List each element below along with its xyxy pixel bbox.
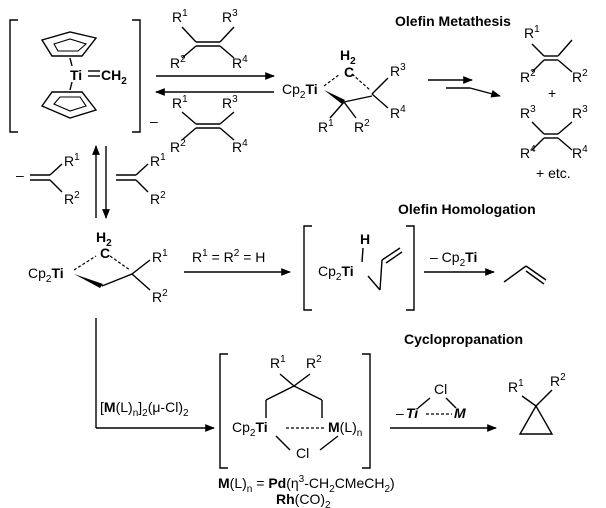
cp2ti-label: Cp2Ti <box>28 265 64 285</box>
cp-ring-upper-inner <box>53 38 88 52</box>
ti-cl-m-byproduct: Cl – Ti M <box>396 381 466 421</box>
r4-label-right: R4 <box>572 144 588 161</box>
allyl-hydride-intermediate: Cp2Ti H <box>303 225 415 311</box>
r2-label: R2 <box>170 138 186 155</box>
heading-cyclopropanation: Cyclopropanation <box>404 331 523 347</box>
ti-label: Ti <box>406 405 419 421</box>
heterobimetallic-intermediate: R1 R2 Cp2Ti M(L)n Cl <box>219 353 371 469</box>
r1-label: R1 <box>270 354 286 371</box>
legend-rh: Rh(CO)2 <box>276 491 331 508</box>
h2-label: H2 <box>340 47 356 67</box>
arrow-forward-2 <box>469 87 501 98</box>
r2-label: R2 <box>170 54 186 71</box>
carbon-label: C <box>344 64 354 80</box>
cyclopropane-product: R1 R2 <box>508 372 566 435</box>
bracket-right <box>406 225 415 311</box>
r3-label: R3 <box>222 94 238 111</box>
cp2ti-label: Cp2Ti <box>232 419 268 439</box>
titanacyclobutane-substituted: Cp2Ti H2 C R3 R4 R1 R2 <box>282 47 406 135</box>
bracket-right <box>362 353 371 469</box>
minus-sign: – <box>16 167 24 183</box>
r2-label: R2 <box>306 354 322 371</box>
cp2ti-label: Cp2Ti <box>318 263 354 283</box>
minus-sign: – <box>396 405 404 421</box>
legend-pd: M(L)n = Pd(η3-CH2CMeCH2) <box>218 474 395 495</box>
r4-label: R4 <box>390 104 406 121</box>
cp-ring-lower-inner <box>53 96 87 112</box>
hydride-label: H <box>360 231 370 247</box>
bracket-left <box>9 19 18 133</box>
r1-label: R1 <box>318 118 334 135</box>
reagent-label: [M(L)n]2(μ-Cl)2 <box>100 399 189 419</box>
r3-label-right: R3 <box>572 104 588 121</box>
ml-label: M(L)n <box>328 419 362 439</box>
bracket-right <box>132 19 141 133</box>
hashed-bond-right <box>351 73 371 91</box>
ch2-label: CH2 <box>101 67 127 87</box>
r4-label: R4 <box>232 138 248 155</box>
r2-label-right: R2 <box>572 68 588 85</box>
h2-label: H2 <box>96 229 112 249</box>
cl-label: Cl <box>434 381 447 397</box>
cp2ti-label: Cp2Ti <box>282 81 318 101</box>
m-label: M <box>454 405 466 421</box>
wedge-bond <box>74 274 103 288</box>
cp-ti-bond-upper <box>69 57 73 67</box>
ti-atom: Ti <box>70 67 82 83</box>
olefin-right: R1 R2 <box>116 152 166 207</box>
r3-label: R3 <box>222 8 238 25</box>
cp-ti-bond-lower <box>69 81 73 91</box>
bracket-left <box>303 225 312 311</box>
carbon-label: C <box>100 245 110 261</box>
r1-label: R1 <box>64 152 80 169</box>
r2-label: R2 <box>520 68 536 85</box>
condition-r-equals-h: R1 = R2 = H <box>192 248 265 265</box>
r2-label: R2 <box>152 288 168 305</box>
r1-label: R1 <box>508 378 524 395</box>
titanacyclobutane: Cp2Ti H2 C R1 R2 <box>28 229 168 305</box>
r1-label: R1 <box>172 94 188 111</box>
r4-label: R4 <box>520 144 536 161</box>
product-olefin-r3r4: R3 R3 R4 R4 <box>520 104 588 161</box>
heading-olefin-metathesis: Olefin Metathesis <box>395 13 511 29</box>
r3-label: R3 <box>520 104 536 121</box>
etc-label: + etc. <box>536 165 571 181</box>
r1-label: R1 <box>172 8 188 25</box>
cp-ring-upper <box>40 31 98 57</box>
r2-label: R2 <box>64 190 80 207</box>
titanium-methylidene: Ti CH2 <box>9 19 141 133</box>
olefin-left: – R1 R2 <box>16 152 80 207</box>
r1-label: R1 <box>152 248 168 265</box>
r2-label: R2 <box>354 118 370 135</box>
cp-ring-lower <box>40 91 98 119</box>
propene-product <box>503 265 547 285</box>
wedge-bond <box>324 90 345 104</box>
r2-label: R2 <box>550 372 566 389</box>
cl-label: Cl <box>296 445 309 461</box>
r3-label: R3 <box>390 62 406 79</box>
r4-label: R4 <box>232 54 248 71</box>
minus-sign: – <box>150 113 158 129</box>
olefin-r1r2r3r4-bottom: – R1 R3 R2 R4 <box>150 94 248 155</box>
r1-label: R1 <box>524 24 540 41</box>
r2-label: R2 <box>150 190 166 207</box>
plus-sign: + <box>548 85 556 101</box>
product-olefin-r1r2: R1 R2 R2 <box>520 24 588 85</box>
olefin-r1r2r3r4-top: R1 R3 R2 R4 <box>170 8 248 71</box>
condition-minus-cp2ti: – Cp2Ti <box>430 249 477 269</box>
hashed-bond <box>323 73 341 87</box>
bracket-left <box>219 353 228 469</box>
heading-olefin-homologation: Olefin Homologation <box>398 201 536 217</box>
r1-label: R1 <box>150 152 166 169</box>
cyclopropane-ring <box>518 404 554 435</box>
